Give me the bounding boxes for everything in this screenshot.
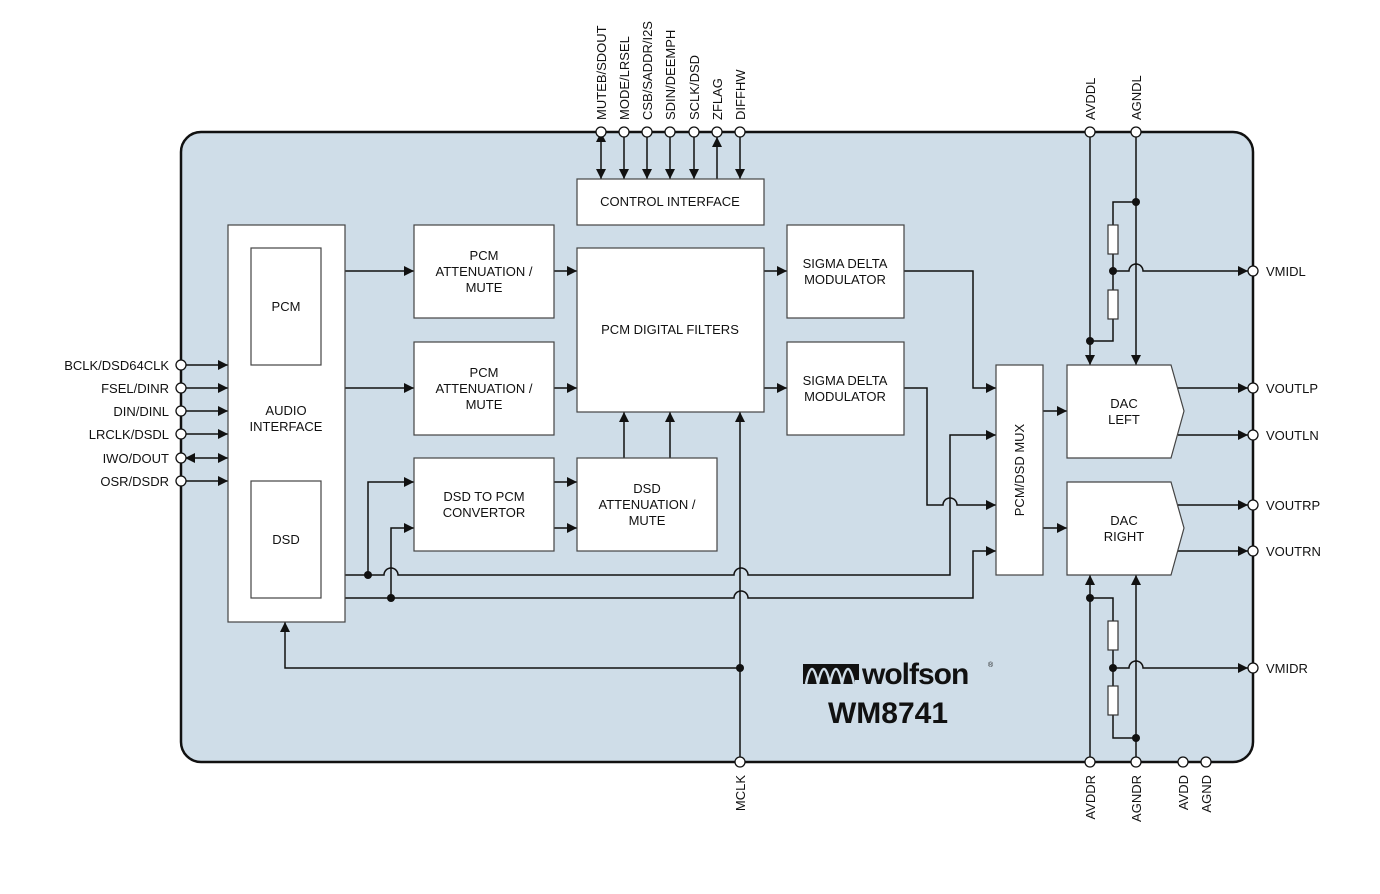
junction-dots — [364, 198, 1140, 742]
block-label: DAC — [1110, 396, 1137, 411]
block-label: PCM — [470, 248, 499, 263]
resistor — [1107, 620, 1119, 651]
block-label: ATTENUATION / — [435, 381, 532, 396]
resistor — [1107, 224, 1119, 255]
block-label: DSD TO PCM — [443, 489, 524, 504]
pin-label-agndl: AGNDL — [1129, 75, 1144, 120]
pin-label-osr-dsdr: OSR/DSDR — [100, 474, 169, 489]
wires — [185, 132, 1248, 757]
pin-label-din-dinl: DIN/DINL — [113, 404, 169, 419]
control-interface-label: CONTROL INTERFACE — [600, 194, 740, 209]
pin-label-mode-lrsel: MODE/LRSEL — [617, 36, 632, 120]
control-interface-block: CONTROL INTERFACE — [576, 178, 765, 226]
pin-label-lrclk-dsdl: LRCLK/DSDL — [89, 427, 169, 442]
part-number: WM8741 — [828, 697, 948, 730]
dac-left-block: DAC LEFT — [1066, 364, 1185, 459]
pin-label-diffhw: DIFFHW — [733, 69, 748, 120]
pin-label-voutln: VOUTLN — [1266, 428, 1319, 443]
pin-label-agnd: AGND — [1199, 775, 1214, 813]
pin-label-iwo-dout: IWO/DOUT — [103, 451, 169, 466]
block-label: ATTENUATION / — [598, 497, 695, 512]
pcm-dsd-mux-block: PCM/DSD MUX — [995, 364, 1044, 576]
pin-label-voutlp: VOUTLP — [1266, 381, 1318, 396]
pcm-attenuation-block-2: PCM ATTENUATION / MUTE — [413, 341, 555, 436]
pin-label-sdin-deemph: SDIN/DEEMPH — [663, 30, 678, 120]
pin-label-fsel-dinr: FSEL/DINR — [101, 381, 169, 396]
pin-label-csb-saddr-i2s: CSB/SADDR/I2S — [640, 21, 655, 120]
block-label: MUTE — [466, 397, 503, 412]
pin-label-sclk-dsd: SCLK/DSD — [687, 55, 702, 120]
pin-label-mclk: MCLK — [733, 775, 748, 811]
block-label: MUTE — [466, 280, 503, 295]
pin-label-muteb-sdout: MUTEB/SDOUT — [594, 25, 609, 120]
block-label: MUTE — [629, 513, 666, 528]
block-label: PCM — [470, 365, 499, 380]
block-label: LEFT — [1108, 412, 1140, 427]
block-label: SIGMA DELTA — [803, 256, 888, 271]
block-label: MODULATOR — [804, 389, 886, 404]
pin-label-voutrn: VOUTRN — [1266, 544, 1321, 559]
pin-label-vmidl: VMIDL — [1266, 264, 1306, 279]
pin-label-avdd: AVDD — [1176, 775, 1191, 810]
block-label: PCM/DSD MUX — [1012, 423, 1027, 516]
pin-circles — [175, 126, 1259, 768]
resistor — [1107, 685, 1119, 716]
dac-right-block: DAC RIGHT — [1066, 481, 1185, 576]
pcm-attenuation-block-1: PCM ATTENUATION / MUTE — [413, 224, 555, 319]
pin-label-zflag: ZFLAG — [710, 78, 725, 120]
pin-label-voutrp: VOUTRP — [1266, 498, 1320, 513]
pcm-sub-block-label: PCM — [272, 299, 301, 314]
wolfson-wave-icon — [803, 664, 859, 685]
block-label: ATTENUATION / — [435, 264, 532, 279]
pin-label-avddl: AVDDL — [1083, 78, 1098, 120]
block-label: DSD — [633, 481, 660, 496]
block-label: SIGMA DELTA — [803, 373, 888, 388]
resistor — [1107, 289, 1119, 320]
dsd-attenuation-block: DSD ATTENUATION / MUTE — [576, 457, 718, 552]
pcm-digital-filters-block: PCM DIGITAL FILTERS — [576, 247, 765, 413]
wolfson-logo: wolfson ® — [803, 658, 994, 691]
sigma-delta-modulator-1: SIGMA DELTA MODULATOR — [786, 224, 905, 319]
audio-interface-label-2: INTERFACE — [250, 419, 323, 434]
block-label: MODULATOR — [804, 272, 886, 287]
sigma-delta-modulator-2: SIGMA DELTA MODULATOR — [786, 341, 905, 436]
registered-mark: ® — [988, 661, 994, 669]
dsd-sub-block-label: DSD — [272, 532, 299, 547]
pin-label-agndr: AGNDR — [1129, 775, 1144, 822]
dsd-to-pcm-block: DSD TO PCM CONVERTOR — [413, 457, 555, 552]
block-label: RIGHT — [1104, 529, 1145, 544]
block-label: CONVERTOR — [443, 505, 526, 520]
audio-interface-block: AUDIO INTERFACE PCM DSD — [227, 224, 346, 623]
brand-name: wolfson — [861, 658, 968, 691]
pin-label-avddr: AVDDR — [1083, 775, 1098, 820]
pin-label-bclk-dsd64clk: BCLK/DSD64CLK — [64, 358, 169, 373]
block-label: DAC — [1110, 513, 1137, 528]
pin-label-vmidr: VMIDR — [1266, 661, 1308, 676]
audio-interface-label-1: AUDIO — [265, 403, 306, 418]
block-label: PCM DIGITAL FILTERS — [601, 322, 739, 337]
